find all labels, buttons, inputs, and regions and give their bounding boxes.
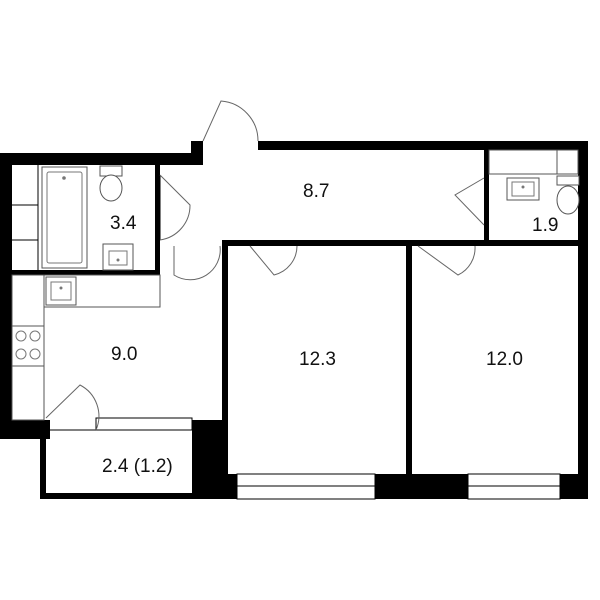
wc-cabinets (488, 149, 579, 175)
windows (95, 417, 561, 500)
window-kitchen (95, 417, 193, 431)
partition-lines (12, 165, 161, 431)
bedroom-middle-area-label: 12.3 (299, 349, 336, 370)
bedroom-right-area-label: 12.0 (486, 349, 523, 370)
interior-walls (12, 145, 587, 499)
kitchen-area-label: 9.0 (111, 344, 137, 365)
doors (45, 100, 485, 431)
stove (11, 325, 45, 367)
wc-toilet (556, 175, 580, 215)
balcony-area-label: 2.4 (1.2) (102, 456, 173, 477)
bathroom-toilet (99, 165, 123, 202)
kitchen-sink (45, 276, 77, 306)
toilet-area-label: 1.9 (532, 215, 558, 236)
wc-sink (506, 177, 540, 201)
hallway-area-label: 8.7 (303, 181, 329, 202)
bathroom-sink (102, 243, 134, 271)
bathtub (41, 166, 88, 269)
outer-walls (0, 141, 588, 499)
bathroom-area-label: 3.4 (110, 213, 137, 234)
